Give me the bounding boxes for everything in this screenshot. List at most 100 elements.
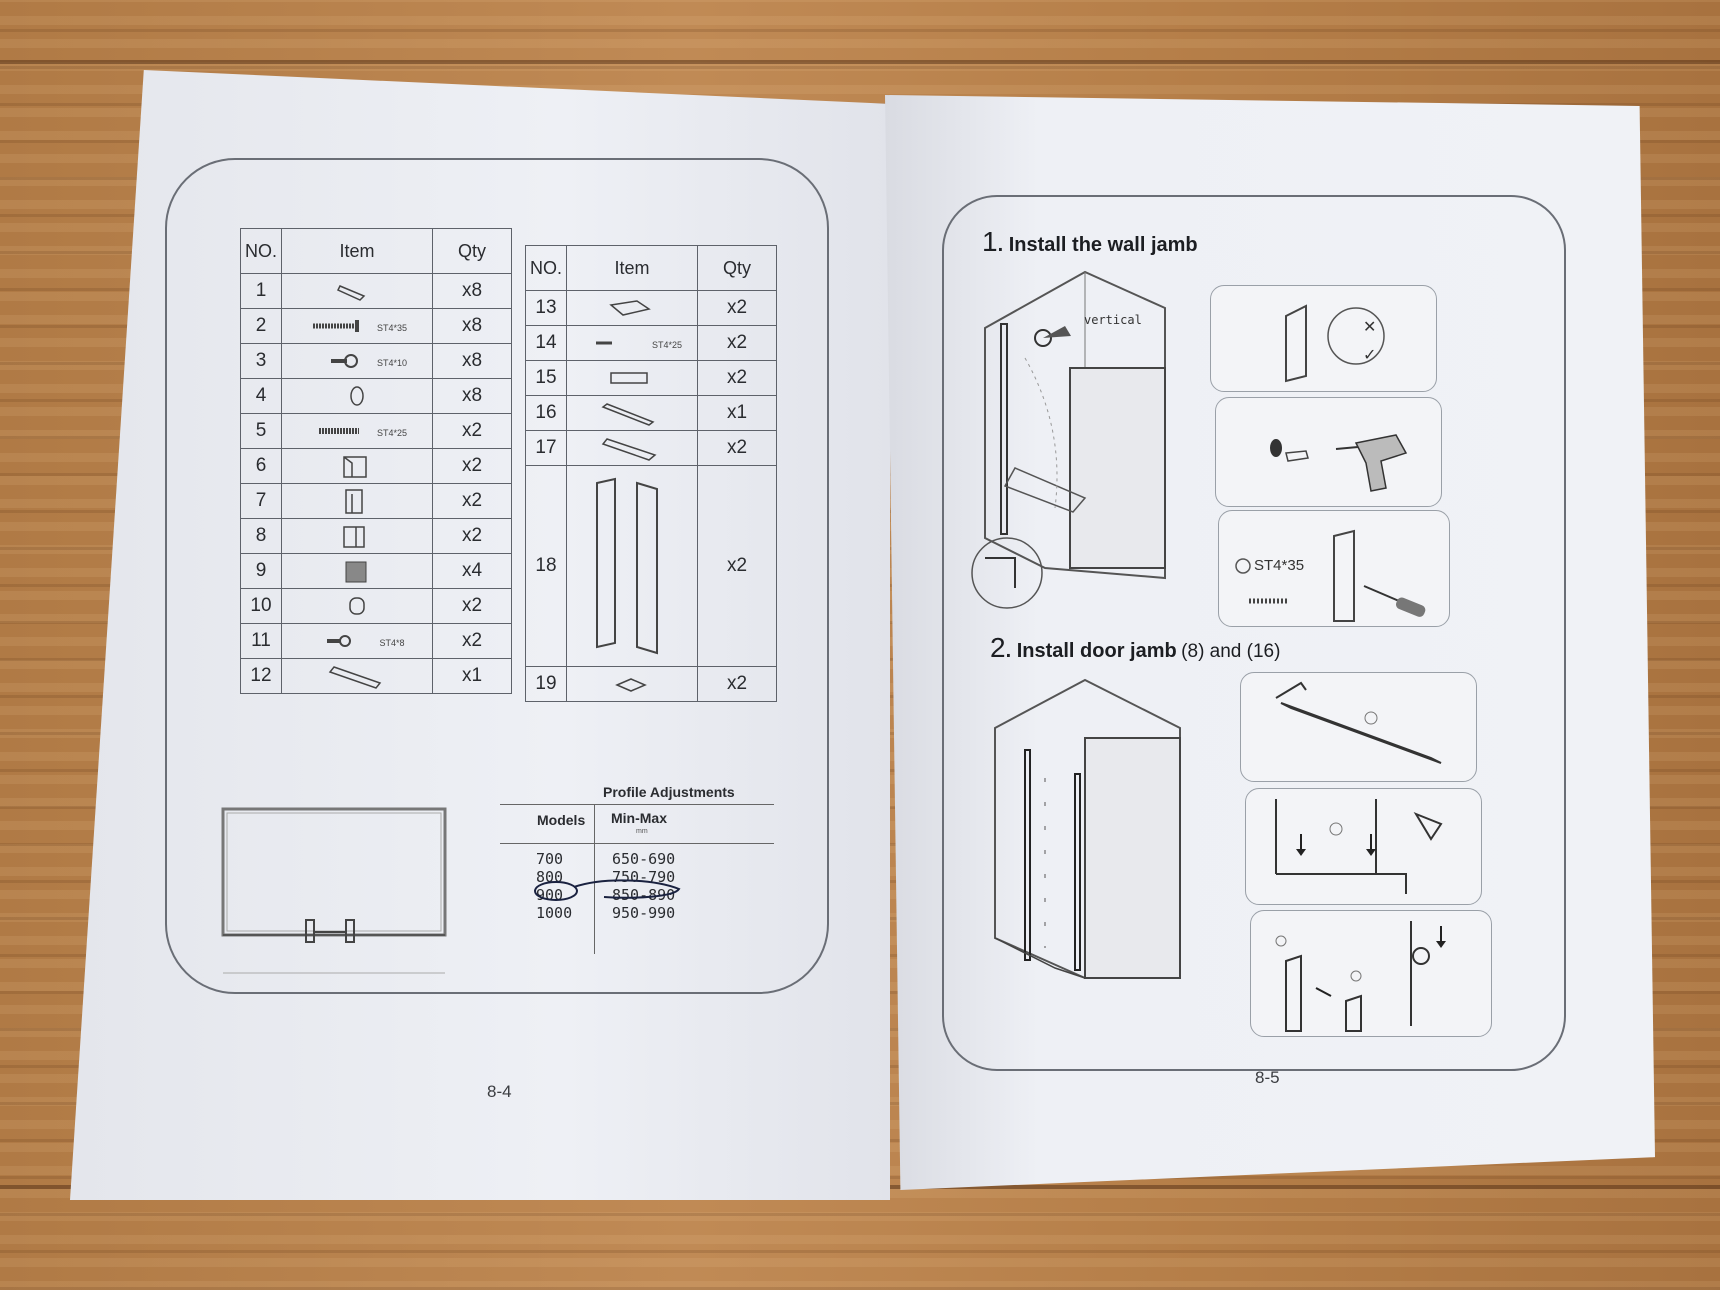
part-icon [343,456,367,478]
part-illustration [566,666,698,702]
model-value: 1000 [536,904,573,922]
part-number: 2 [240,308,282,344]
step-2-heading: 2. Install door jamb (8) and (16) [990,632,1280,664]
unit-label: mm [636,828,648,835]
part-illustration [281,658,433,694]
screw-spec-label: ST4*35 [376,323,408,334]
part-illustration [566,360,698,396]
part-number: 14 [525,325,567,361]
table-row: 1 x8 [240,273,512,309]
part-number: 7 [240,483,282,519]
min-max-header: Min-Max [611,810,667,826]
part-illustration [566,430,698,466]
part-quantity: x8 [432,273,512,309]
part-number: 9 [240,553,282,589]
part-quantity: x8 [432,343,512,379]
part-illustration [281,518,433,554]
table-row: 14 ST4*25 x2 [525,325,777,361]
part-illustration: ST4*10 [281,343,433,379]
step-2-panel-1 [1240,672,1477,782]
part-number: 18 [525,465,567,667]
part-icon [343,526,365,548]
part-icon [345,489,363,514]
circled-model-marking [534,879,681,901]
part-illustration [281,588,433,624]
part-quantity: x2 [432,483,512,519]
step-1-panel-2 [1215,397,1442,507]
part-quantity: x4 [432,553,512,589]
range-value: 650-690 [612,850,676,868]
part-illustration: ST4*25 [566,325,698,361]
step-2-panel-2 [1245,788,1482,905]
part-illustration: ST4*8 [281,623,433,659]
part-quantity: x2 [432,518,512,554]
header-no: NO. [525,245,567,291]
table-header-row: NO. Item Qty [240,228,512,274]
part-icon [601,403,655,426]
part-icon [601,438,657,461]
header-item: Item [281,228,433,274]
part-quantity: x2 [697,430,777,466]
screw-spec-label: ST4*35 [1254,557,1305,574]
step-1-number: 1 [982,226,998,257]
part-icon [349,597,365,615]
part-illustration [281,273,433,309]
header-qty: Qty [432,228,512,274]
profile-16-detail [1275,681,1442,764]
screw-spec-label: ST4*8 [379,638,405,649]
part-illustration [566,465,698,667]
models-header: Models [537,812,586,828]
part-number: 12 [240,658,282,694]
svg-text:✓: ✓ [1363,347,1376,364]
step-2-number: 2 [990,632,1006,663]
left-page-frame [165,158,829,994]
part-illustration: ST4*25 [281,413,433,449]
part-number: 6 [240,448,282,484]
part-icon [345,561,367,583]
table-header-row: NO. Item Qty [525,245,777,291]
svg-text:✕: ✕ [1363,319,1376,336]
part-illustration [281,483,433,519]
wood-seam [0,60,1720,64]
part-icon [610,372,648,384]
profile-adjustments-table: Profile Adjustments Models Min-Max mm 70… [500,782,780,972]
part-number: 13 [525,290,567,326]
right-page-frame [942,195,1566,1071]
table-row: 16 x1 [525,395,777,431]
part-illustration [566,395,698,431]
part-quantity: x1 [697,395,777,431]
part-number: 1 [240,273,282,309]
screw-jamb-detail [1235,529,1426,622]
part-illustration [281,378,433,414]
range-value: 950-990 [612,904,676,922]
jamb-insert-detail [1275,921,1446,1032]
vertical-label: vertical [1084,313,1142,327]
range-value: 750-790 [612,868,676,886]
part-quantity: x2 [697,325,777,361]
part-quantity: x2 [697,360,777,396]
part-quantity: x2 [697,290,777,326]
part-icon [595,341,612,345]
part-quantity: x2 [432,588,512,624]
part-number: 16 [525,395,567,431]
step-2-parts: (8) and (16) [1181,641,1281,662]
drill-wall-plug-detail [1270,434,1408,492]
table-row: 9 x4 [240,553,512,589]
step-2-panel-3 [1250,910,1492,1037]
part-illustration: ST4*35 [281,308,433,344]
part-quantity: x2 [432,623,512,659]
part-number: 19 [525,666,567,702]
profile-adjustments-title: Profile Adjustments [603,784,735,800]
part-icon [615,678,647,692]
screw-spec-label: ST4*25 [651,340,683,351]
